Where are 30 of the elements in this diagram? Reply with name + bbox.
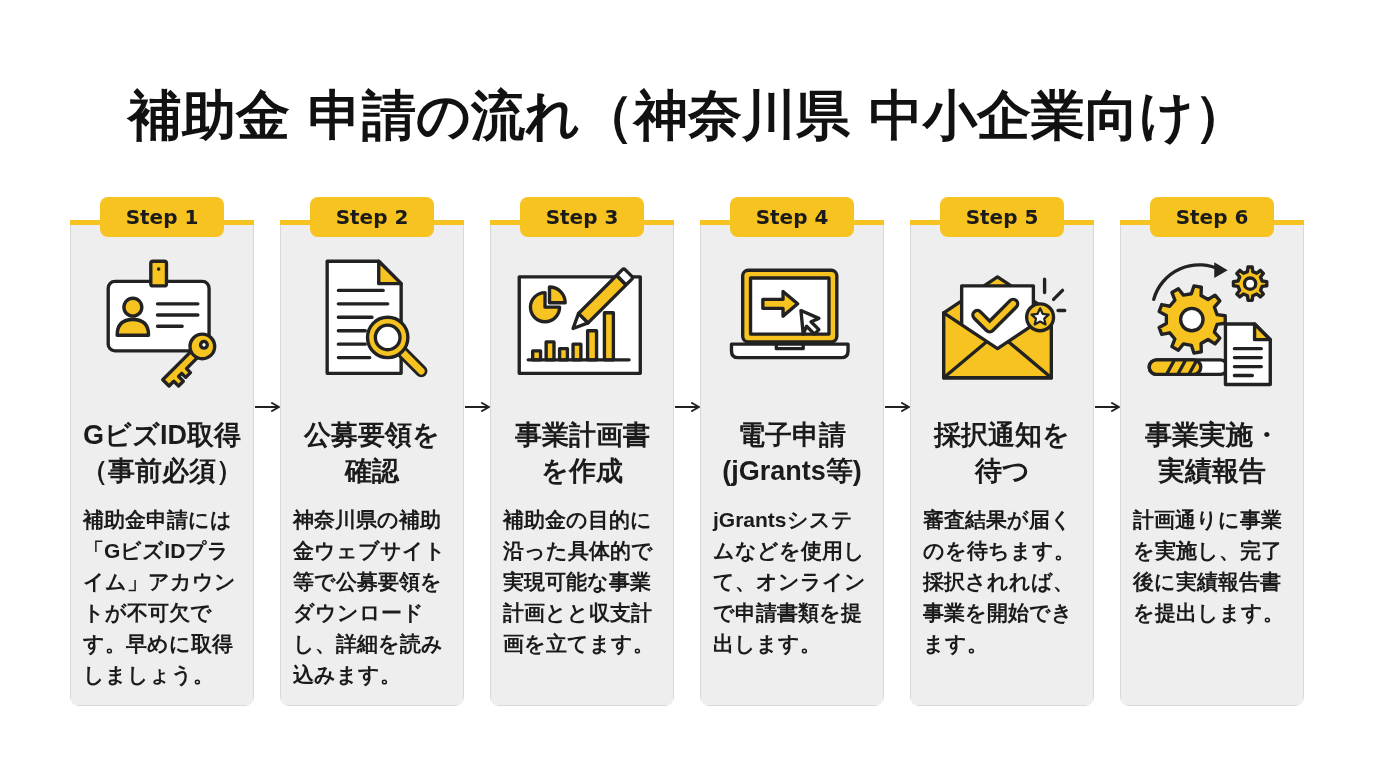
arrow <box>254 402 280 412</box>
arrow <box>884 402 910 412</box>
step-tab: Step 4 <box>730 197 854 237</box>
step-card <box>490 197 674 706</box>
step-heading: 事業計画書を作成 <box>513 419 651 488</box>
step-description: 補助金申請には「GビズIDプライム」アカウントが不可欠です。早めに取得しましょう。 <box>83 507 237 689</box>
step-description: 神奈川県の補助金ウェブサイト等で公募要領をダウンロードし、詳細を読み込みます。 <box>293 507 447 688</box>
step-card <box>70 197 254 706</box>
step-tab: Step 2 <box>310 197 434 237</box>
step-heading: 事業実施・実績報告 <box>1143 419 1281 488</box>
step-card <box>280 197 464 706</box>
step-description: jGrantsシステムなどを使用して、オンラインで申請書類を提出します。 <box>713 507 867 657</box>
step-card <box>700 197 884 706</box>
arrow <box>674 402 700 412</box>
step-tab: Step 6 <box>1150 197 1274 237</box>
step-description: 審査結果が届くのを待ちます。採択されれば、事業を開始できます。 <box>923 507 1076 657</box>
step-tab: Step 5 <box>940 197 1064 237</box>
step-heading: GビズID取得（事前必須） <box>80 419 244 488</box>
step-description: 計画通りに事業を実施し、完了後に実績報告書を提出します。 <box>1133 507 1285 626</box>
step-heading: 採択通知を待つ <box>932 419 1071 488</box>
step-card <box>1120 197 1304 706</box>
step-heading: 公募要領を確認 <box>302 419 441 488</box>
arrow <box>1094 402 1120 412</box>
step-tab: Step 1 <box>100 197 224 237</box>
step-tab: Step 3 <box>520 197 644 237</box>
step-card <box>910 197 1094 706</box>
step-heading: 電子申請(jGrants等) <box>721 419 863 488</box>
arrow <box>464 402 490 412</box>
step-description: 補助金の目的に沿った具体的で実現可能な事業計画とと収支計画を立てます。 <box>503 507 655 657</box>
title: 補助金 申請の流れ（神奈川県 中小企業向け） <box>125 84 1250 148</box>
